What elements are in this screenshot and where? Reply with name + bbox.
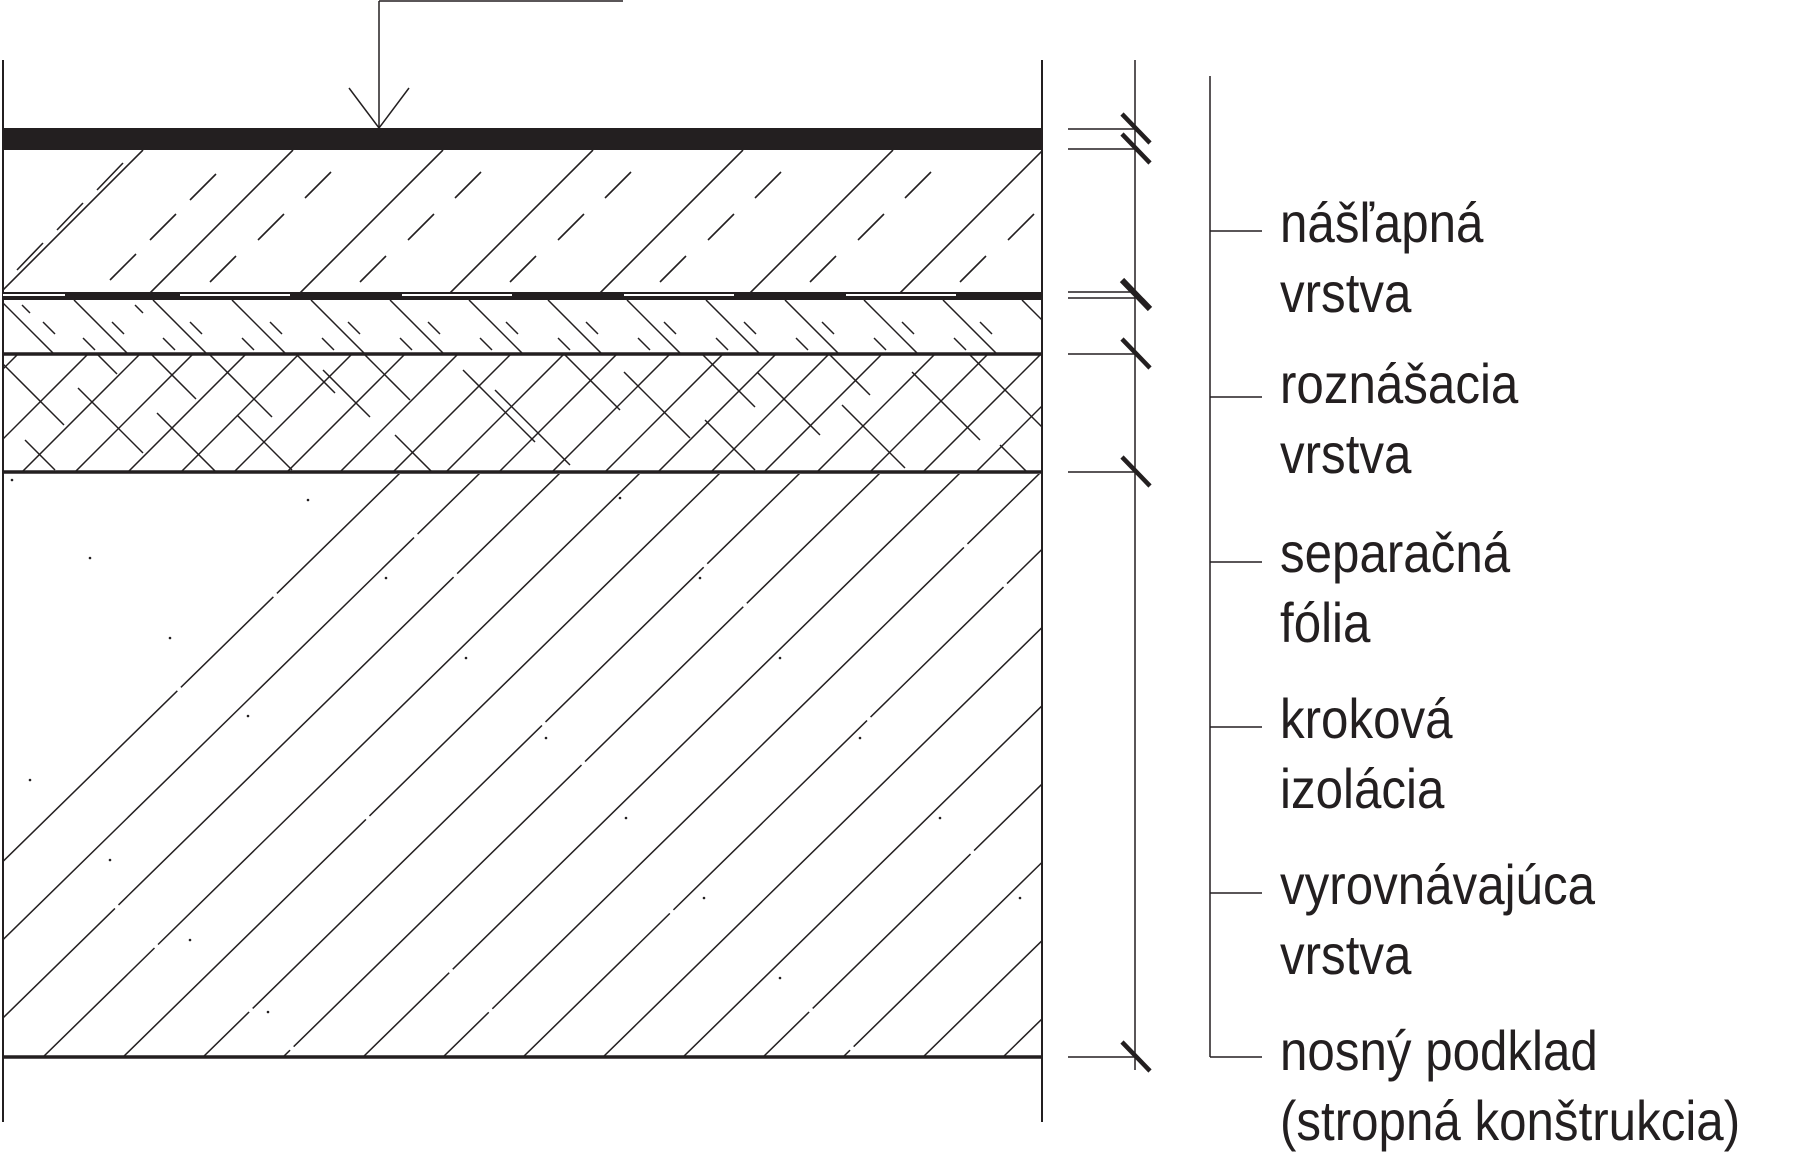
label-line: fólia [1280,591,1371,654]
concrete-aggregate-dots [10,478,1022,1014]
label-line: izolácia [1280,757,1445,820]
label-line: separačná [1280,521,1511,584]
label-step-insulation: kroková izolácia [1280,684,1453,824]
layer-step-hatch [4,300,1042,353]
layer-wearing [3,128,1042,150]
label-line: nášľapná [1280,191,1484,254]
layer-separation-foil [3,292,1042,300]
layer-screed-hatch [4,150,1042,293]
layer-crosshatch [4,355,1042,471]
label-line: vrstva [1280,422,1412,485]
load-arrow [348,0,623,129]
label-line: nosný podklad [1280,1019,1598,1082]
label-line: roznášacia [1280,352,1519,415]
concrete-hatch-gaps [48,478,1032,1057]
label-leveling-layer: vyrovnávajúca vrstva [1280,850,1595,990]
dimension-line [1068,60,1153,1073]
section-boundaries [2,60,1043,1122]
label-line: vrstva [1280,261,1412,324]
label-separation-foil: separačná fólia [1280,518,1510,658]
label-wearing-layer: nášľapná vrstva [1280,188,1483,328]
label-line: kroková [1280,687,1453,750]
layer-concrete-hatch [4,474,1042,1057]
label-line: vrstva [1280,923,1412,986]
label-load-bearing-base: nosný podklad (stropná konštrukcia) [1280,1016,1740,1156]
label-leader-bracket [1209,76,1262,1058]
label-screed-layer: roznášacia vrstva [1280,349,1518,489]
label-line: vyrovnávajúca [1280,853,1596,916]
label-line: (stropná konštrukcia) [1280,1089,1741,1152]
